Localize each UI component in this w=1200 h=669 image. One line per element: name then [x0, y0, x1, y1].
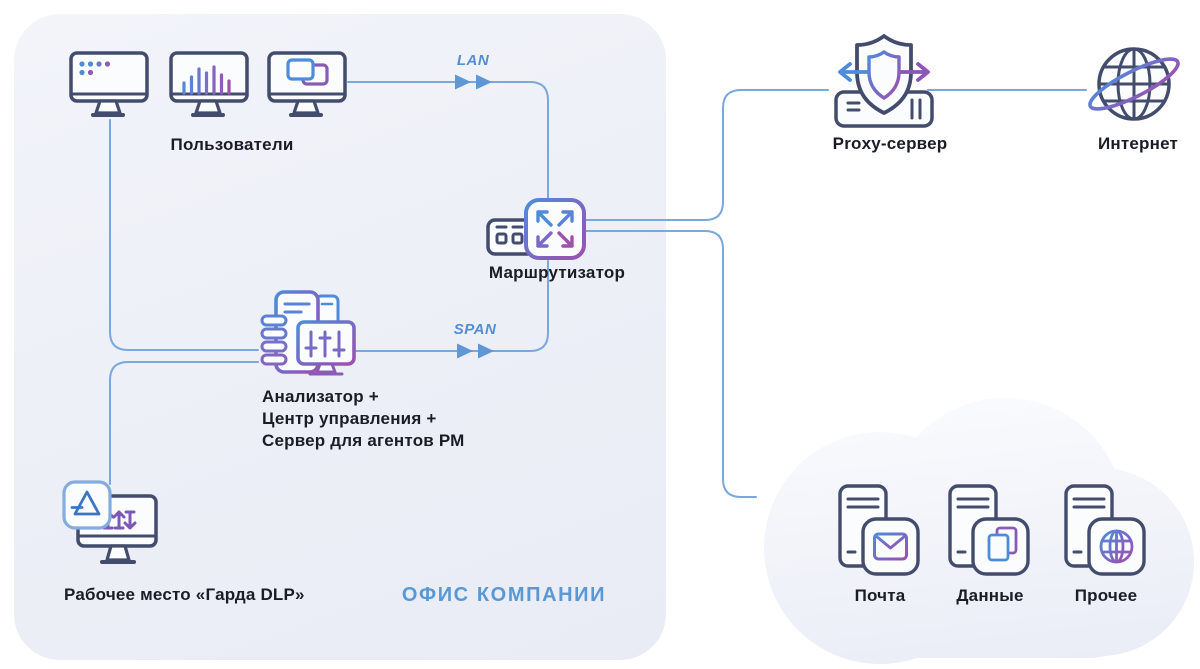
- span-label: SPAN: [453, 321, 497, 338]
- span-connector: [355, 260, 549, 352]
- analyzer-workstation-connector: [109, 361, 259, 485]
- bar-chart-glyph: [182, 65, 231, 95]
- router-cloud-connector: [585, 230, 757, 498]
- lan-label: LAN: [456, 52, 490, 69]
- traffic-arrows-glyph: [838, 62, 930, 82]
- workstation-label: Рабочее место «Гарда DLP»: [64, 585, 305, 604]
- garda-badge-icon: [62, 480, 112, 530]
- internet-globe-icon: [1088, 47, 1180, 121]
- analyzer-label-line-1: Анализатор +: [262, 387, 379, 406]
- users-desktop-chart-icon: [169, 51, 249, 117]
- analyzer-label-line-2: Центр управления +: [262, 409, 437, 428]
- router-label: Маршрутизатор: [488, 263, 626, 282]
- windows-glyph: [286, 58, 329, 86]
- other-server-icon: [1064, 484, 1146, 576]
- data-label: Данные: [956, 586, 1024, 605]
- users-desktop-windows-icon: [267, 51, 347, 117]
- lan-direction-arrows: [455, 74, 492, 90]
- users-label: Пользователи: [170, 135, 294, 154]
- router-icon: [486, 198, 586, 260]
- web-globe-glyph: [1099, 529, 1134, 564]
- office-caption: ОФИС КОМПАНИИ: [401, 584, 607, 606]
- users-analyzer-connector: [109, 119, 259, 351]
- router-proxy-connector: [585, 89, 829, 221]
- internet-label: Интернет: [1097, 134, 1179, 153]
- analyzer-server-icon: [260, 290, 356, 376]
- mail-server-icon: [838, 484, 920, 576]
- dlp-workstation-icon: [62, 480, 158, 564]
- analyzer-label: Анализатор + Центр управления + Сервер д…: [262, 386, 465, 452]
- orbit-ring: [1088, 57, 1180, 111]
- proxy-label: Proxy-сервер: [832, 134, 948, 153]
- span-direction-arrows: [457, 343, 494, 359]
- dots-glyph: [79, 61, 111, 76]
- documents-glyph: [987, 526, 1018, 562]
- users-desktop-dots-icon: [69, 51, 149, 117]
- data-server-icon: [948, 484, 1030, 576]
- lan-connector: [347, 81, 549, 199]
- sliders-glyph: [304, 330, 346, 358]
- mail-label: Почта: [854, 586, 906, 605]
- envelope-glyph: [873, 532, 908, 561]
- other-label: Прочее: [1074, 586, 1138, 605]
- analyzer-label-line-3: Сервер для агентов РМ: [262, 431, 465, 450]
- proxy-server-icon: [834, 34, 934, 128]
- router-arrows-glyph: [536, 210, 574, 248]
